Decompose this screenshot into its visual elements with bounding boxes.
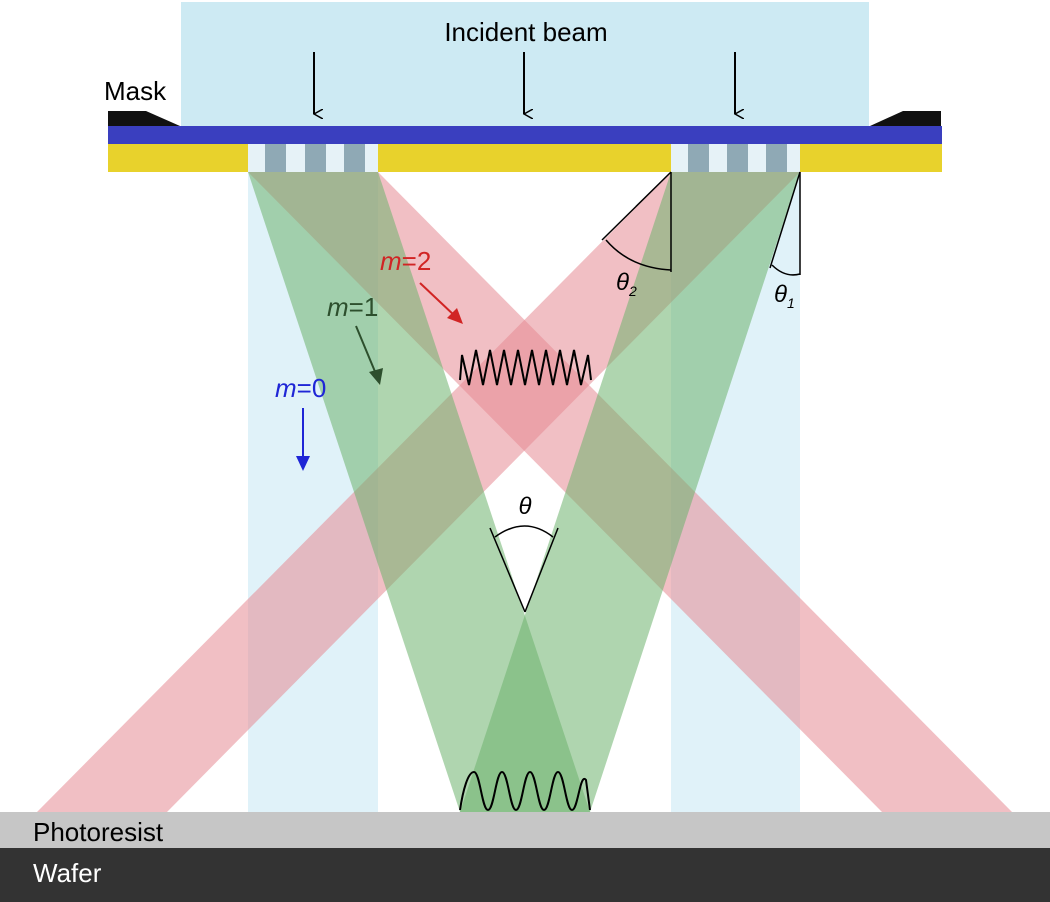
- mask-left-holder: [108, 111, 180, 126]
- incident-beam-label: Incident beam: [444, 17, 607, 47]
- mask-right-holder: [870, 111, 941, 126]
- order-1-label: m=1: [327, 292, 378, 322]
- wafer-label: Wafer: [33, 858, 102, 888]
- upper-fringe-pattern: [459, 349, 592, 386]
- wafer-layer: [0, 848, 1050, 902]
- mask-substrate: [108, 126, 942, 144]
- grating-bars-left: [265, 144, 365, 172]
- theta-2-angle: [601, 171, 672, 272]
- theta-2-label: θ2: [616, 269, 637, 299]
- theta-1-label: θ1: [774, 281, 795, 311]
- lower-fringe-pattern: [459, 770, 591, 812]
- theta-label: θ: [518, 493, 531, 520]
- mask-label: Mask: [104, 76, 167, 106]
- photoresist-label: Photoresist: [33, 817, 164, 847]
- order-2-label: m=2: [380, 246, 431, 276]
- theta-1-angle: [769, 171, 801, 276]
- photoresist-layer: [0, 812, 1050, 848]
- theta-angle: [489, 525, 559, 613]
- order-1-arrow: [355, 325, 383, 385]
- grating-bars-right: [688, 144, 787, 172]
- order-2-arrow: [419, 282, 463, 324]
- chrome-absorber: [108, 144, 942, 172]
- first-order-beam-right: [460, 172, 800, 812]
- order-0-label: m=0: [275, 373, 326, 403]
- first-order-beam-left: [248, 172, 590, 812]
- incident-arrows: [313, 52, 735, 114]
- order-0-arrow: [296, 408, 310, 471]
